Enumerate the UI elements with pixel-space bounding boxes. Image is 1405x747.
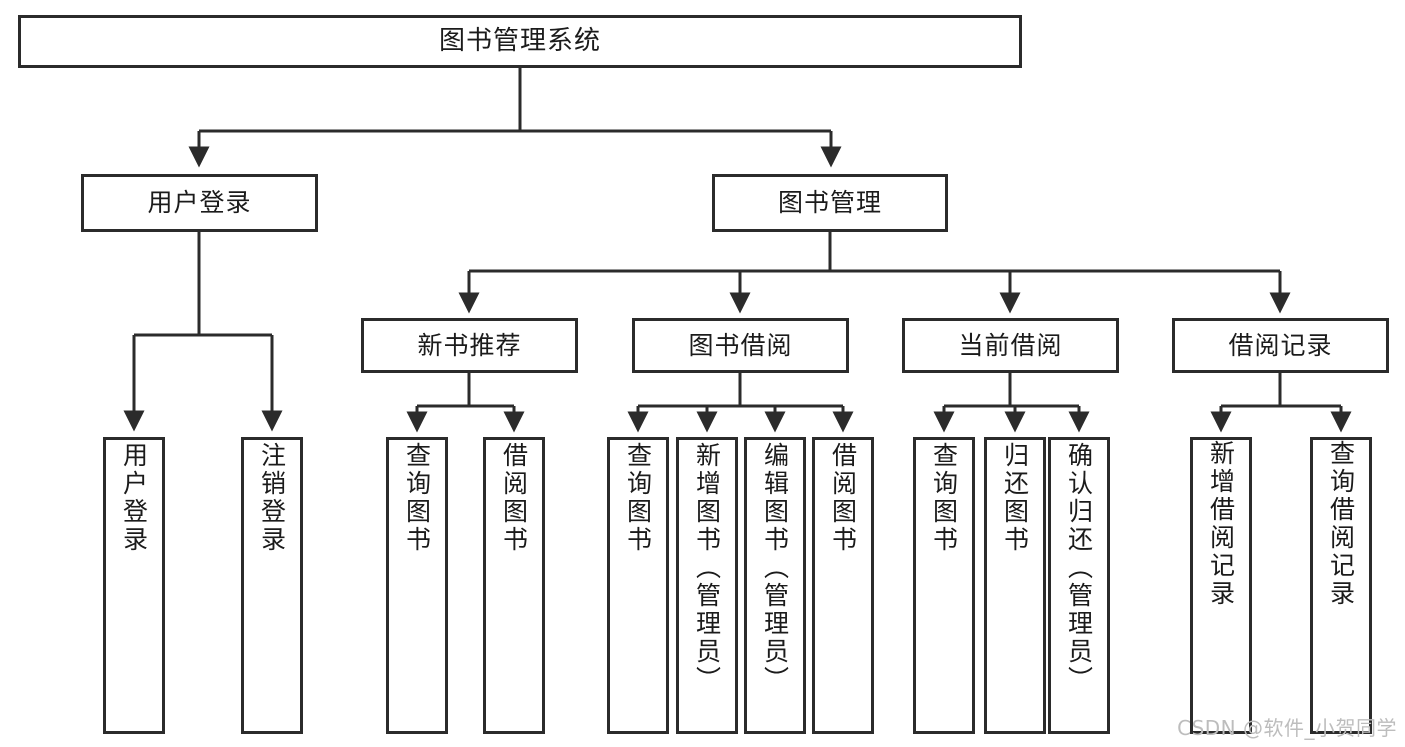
- leaf-label: 新增借阅记录: [1206, 440, 1236, 608]
- leaf-label: 查询借阅记录: [1326, 440, 1356, 608]
- leaf-node[interactable]: 借阅图书: [483, 437, 545, 734]
- node-user-login[interactable]: 用户登录: [81, 174, 318, 232]
- leaf-node[interactable]: 查询借阅记录: [1310, 437, 1372, 734]
- leaf-node[interactable]: 新增图书（管理员）: [676, 437, 738, 734]
- leaf-node[interactable]: 注销登录: [241, 437, 303, 734]
- leaf-label: 新增图书（管理员）: [692, 442, 722, 694]
- node-label: 图书管理: [777, 188, 882, 218]
- leaf-label: 借阅图书: [828, 442, 858, 554]
- leaf-label: 编辑图书（管理员）: [760, 442, 790, 694]
- node-book-management[interactable]: 图书管理: [712, 174, 948, 232]
- leaf-label: 借阅图书: [499, 442, 529, 554]
- leaf-node[interactable]: 查询图书: [386, 437, 448, 734]
- leaf-node[interactable]: 查询图书: [913, 437, 975, 734]
- leaf-node[interactable]: 借阅图书: [812, 437, 874, 734]
- node-borrowing-records[interactable]: 借阅记录: [1172, 318, 1389, 373]
- leaf-node[interactable]: 归还图书: [984, 437, 1046, 734]
- leaf-label: 确认归还（管理员）: [1064, 442, 1094, 694]
- leaf-node[interactable]: 查询图书: [607, 437, 669, 734]
- node-label: 借阅记录: [1228, 330, 1333, 360]
- leaf-label: 查询图书: [402, 442, 432, 554]
- leaf-node[interactable]: 编辑图书（管理员）: [744, 437, 806, 734]
- node-label: 用户登录: [147, 188, 252, 218]
- node-label: 图书借阅: [688, 330, 793, 360]
- node-label: 图书管理系统: [438, 26, 601, 57]
- leaf-label: 用户登录: [119, 442, 149, 554]
- leaf-label: 注销登录: [257, 442, 287, 554]
- node-label: 新书推荐: [417, 330, 522, 360]
- leaf-node[interactable]: 用户登录: [103, 437, 165, 734]
- leaf-node[interactable]: 新增借阅记录: [1190, 437, 1252, 734]
- node-label: 当前借阅: [958, 330, 1063, 360]
- node-current-borrowing[interactable]: 当前借阅: [902, 318, 1119, 373]
- leaf-label: 查询图书: [929, 442, 959, 554]
- leaf-node[interactable]: 确认归还（管理员）: [1048, 437, 1110, 734]
- node-book-borrowing[interactable]: 图书借阅: [632, 318, 849, 373]
- watermark: CSDN @软件_小贺同学: [1177, 716, 1397, 740]
- leaf-label: 查询图书: [623, 442, 653, 554]
- leaf-label: 归还图书: [1000, 442, 1030, 554]
- node-new-book-recommendation[interactable]: 新书推荐: [361, 318, 578, 373]
- node-root-system[interactable]: 图书管理系统: [18, 15, 1022, 68]
